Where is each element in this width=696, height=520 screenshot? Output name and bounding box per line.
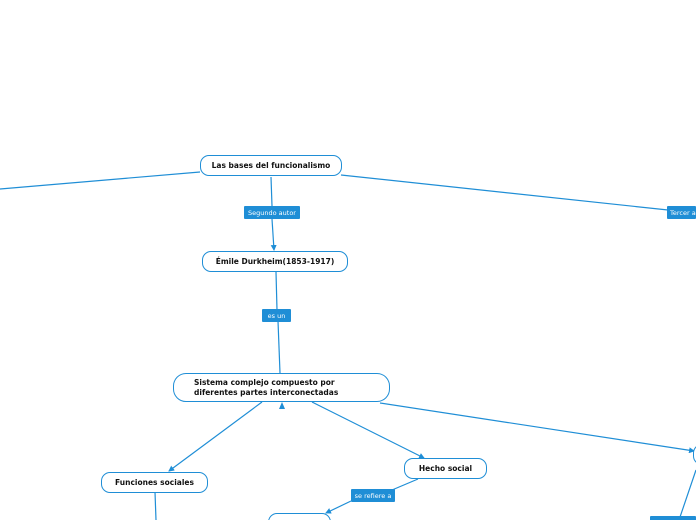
label-partial-bottom-right[interactable]: [650, 516, 696, 520]
label-tercer-autor[interactable]: Tercer a: [667, 206, 696, 219]
edge-funciones-down: [154, 491, 157, 520]
node-partial-bottom-center[interactable]: [268, 513, 331, 520]
edge-root-to-segundo: [270, 176, 273, 207]
label-se-refiere-a[interactable]: se refiere a: [351, 489, 395, 502]
node-sistema-complejo[interactable]: Sistema complejo compuesto por diferente…: [173, 373, 390, 402]
node-hecho-social[interactable]: Hecho social: [404, 458, 487, 479]
edge-durkheim-to-esun: [275, 271, 278, 311]
node-emile-durkheim[interactable]: Émile Durkheim(1853-1917): [202, 251, 348, 272]
edge-hecho-to-refiere: [391, 478, 419, 491]
edge-refiere-to-child: [325, 500, 352, 514]
edge-sistema-to-right: [379, 402, 695, 454]
edge-root-to-tercer: [340, 174, 669, 211]
edge-esun-to-sistema: [277, 320, 281, 374]
edge-sistema-to-hecho: [311, 401, 425, 459]
label-segundo-autor[interactable]: Segundo autor: [244, 206, 300, 219]
edge-segundo-to-durkheim: [270, 218, 277, 251]
node-funciones-sociales[interactable]: Funciones sociales: [101, 472, 208, 493]
label-es-un[interactable]: es un: [262, 309, 291, 322]
arrowhead-into-sistema: [279, 402, 285, 409]
edge-sistema-to-funciones: [168, 401, 263, 472]
node-las-bases-del-funcionalismo[interactable]: Las bases del funcionalismo: [200, 155, 342, 176]
edge-root-to-left: [0, 171, 201, 190]
edge-right-down: [678, 469, 696, 520]
